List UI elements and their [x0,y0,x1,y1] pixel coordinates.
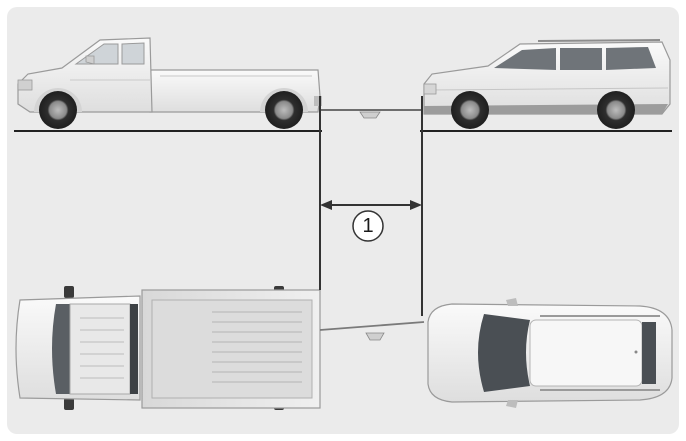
dimension-label: 1 [362,215,374,237]
suv-front-wheel [451,91,489,129]
suv-mirror [506,298,518,306]
suv-top-view [427,298,673,408]
pickup-top-wheel [64,398,74,410]
pickup-rear-wheel [265,91,303,129]
pickup-truck-side-view [17,37,322,129]
tow-bar-side-view [320,109,422,119]
arrowhead-left-icon [320,200,332,210]
pickup-front-wheel [39,91,77,129]
suv-mirror [506,400,518,408]
suv-side-view [423,39,671,129]
dimension-extension-lines [319,96,423,316]
distance-arrow [320,200,422,210]
tow-bar-top-view [319,321,425,341]
arrowhead-right-icon [410,200,422,210]
pickup-top-wheel [64,286,74,298]
pickup-truck-top-view [15,286,321,410]
dimension-callout-circle [352,210,384,242]
suv-rear-wheel [597,91,635,129]
